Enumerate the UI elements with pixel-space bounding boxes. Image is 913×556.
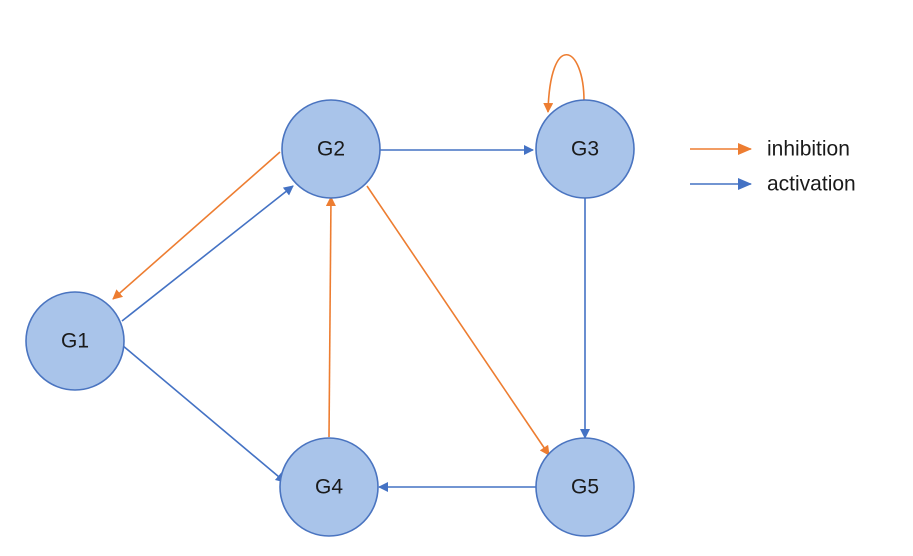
node-g4: G4 xyxy=(279,437,379,537)
edge-g1-g4-activation xyxy=(121,344,286,483)
node-g1: G1 xyxy=(25,291,125,391)
edge-g1-g2-activation xyxy=(121,185,294,322)
node-g4-label: G4 xyxy=(315,476,343,499)
edge-g2-g1-inhibition xyxy=(112,151,281,300)
edge-g4-g2-inhibition xyxy=(325,196,336,438)
node-g2: G2 xyxy=(281,99,381,199)
legend-activation-label: activation xyxy=(767,173,856,196)
node-g3: G3 xyxy=(535,99,635,199)
node-g3-label: G3 xyxy=(571,138,599,161)
edge-g2-g5-inhibition xyxy=(366,185,550,456)
edge-g3-g3-inhibition xyxy=(543,53,585,113)
node-g5: G5 xyxy=(535,437,635,537)
node-g1-label: G1 xyxy=(61,330,89,353)
legend-inhibition-label: inhibition xyxy=(767,138,850,161)
node-g2-label: G2 xyxy=(317,138,345,161)
legend: inhibition activation xyxy=(690,138,856,196)
nodes: G1 G2 G3 G4 G5 xyxy=(25,99,635,537)
edges xyxy=(112,53,590,492)
node-g5-label: G5 xyxy=(571,476,599,499)
